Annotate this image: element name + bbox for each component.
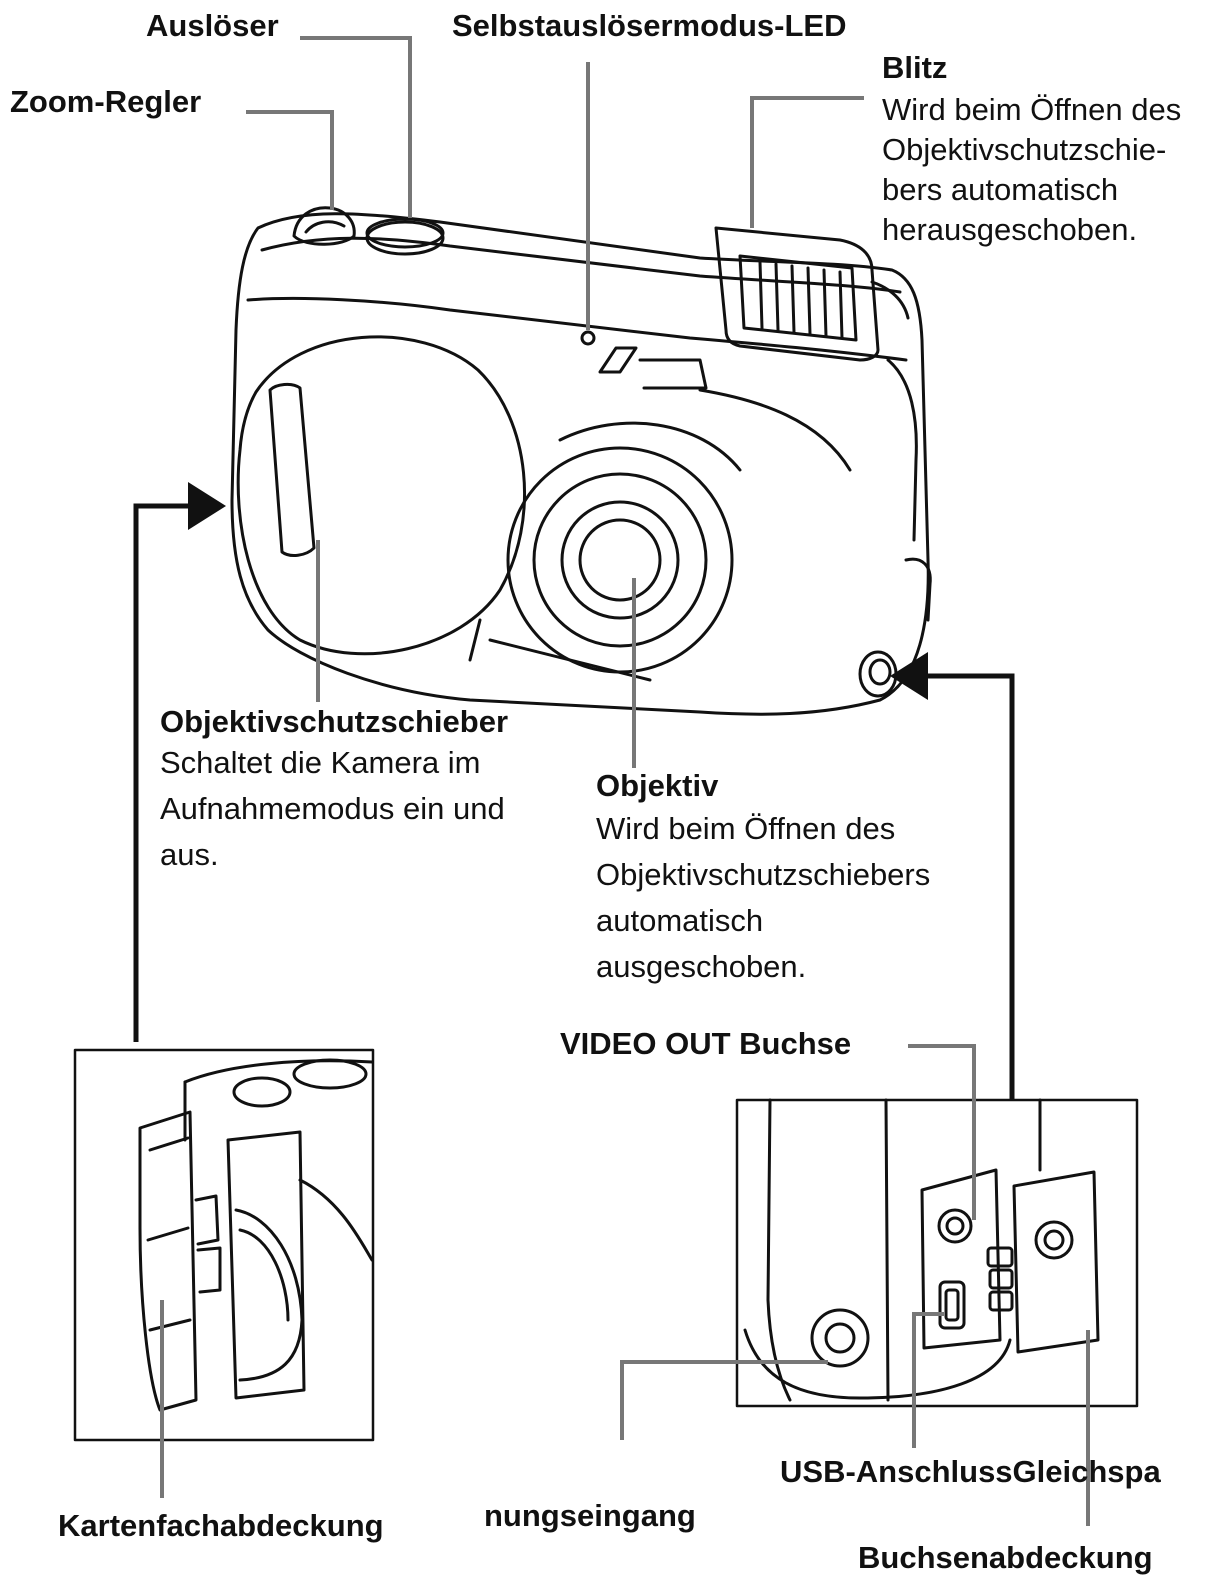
blitz-line-1: Wird beim Öffnen des <box>882 92 1182 127</box>
label-nungseingang: nungseingang <box>484 1498 696 1533</box>
objektiv-line-2: Objektivschutzschiebers <box>596 857 931 892</box>
label-ausloeser: Auslöser <box>146 8 279 43</box>
objektivschutzschieber-line-1: Schaltet die Kamera im <box>160 745 481 780</box>
label-buchsenabdeckung: Buchsenabdeckung <box>858 1540 1153 1575</box>
objektiv-line-1: Wird beim Öffnen des <box>596 811 896 846</box>
label-kartenfachabdeckung: Kartenfachabdeckung <box>58 1508 384 1543</box>
objektivschutzschieber-description: Schaltet die Kamera im Aufnahmemodus ein… <box>160 740 505 878</box>
blitz-line-4: herausgeschoben. <box>882 212 1138 247</box>
label-selbstausloeser-led: Selbstauslösermodus-LED <box>452 8 847 43</box>
card-compartment-inset <box>73 1048 375 1442</box>
blitz-line-2: Objektivschutzschie- <box>882 132 1167 167</box>
label-objektivschutzschieber-title: Objektivschutzschieber <box>160 704 509 739</box>
objektiv-line-4: ausgeschoben. <box>596 949 807 984</box>
connector-inset <box>735 1098 1139 1408</box>
label-usb-gleichspannung: USB-AnschlussGleichspa <box>780 1454 1161 1489</box>
label-zoom-regler: Zoom-Regler <box>10 84 202 119</box>
arrow-icon <box>133 482 1015 1100</box>
objektiv-line-3: automatisch <box>596 903 764 938</box>
camera-illustration <box>230 206 932 716</box>
objektivschutzschieber-line-3: aus. <box>160 837 219 872</box>
leader-lines <box>160 36 1090 1526</box>
objektivschutzschieber-line-2: Aufnahmemodus ein und <box>160 791 505 826</box>
label-objektiv-title: Objektiv <box>596 768 719 803</box>
objektiv-description: Wird beim Öffnen des Objektivschutzschie… <box>596 806 930 990</box>
blitz-description: Wird beim Öffnen des Objektivschutzschie… <box>882 90 1181 250</box>
label-video-out: VIDEO OUT Buchse <box>560 1026 852 1061</box>
label-blitz-title: Blitz <box>882 50 948 85</box>
blitz-line-3: bers automatisch <box>882 172 1119 207</box>
